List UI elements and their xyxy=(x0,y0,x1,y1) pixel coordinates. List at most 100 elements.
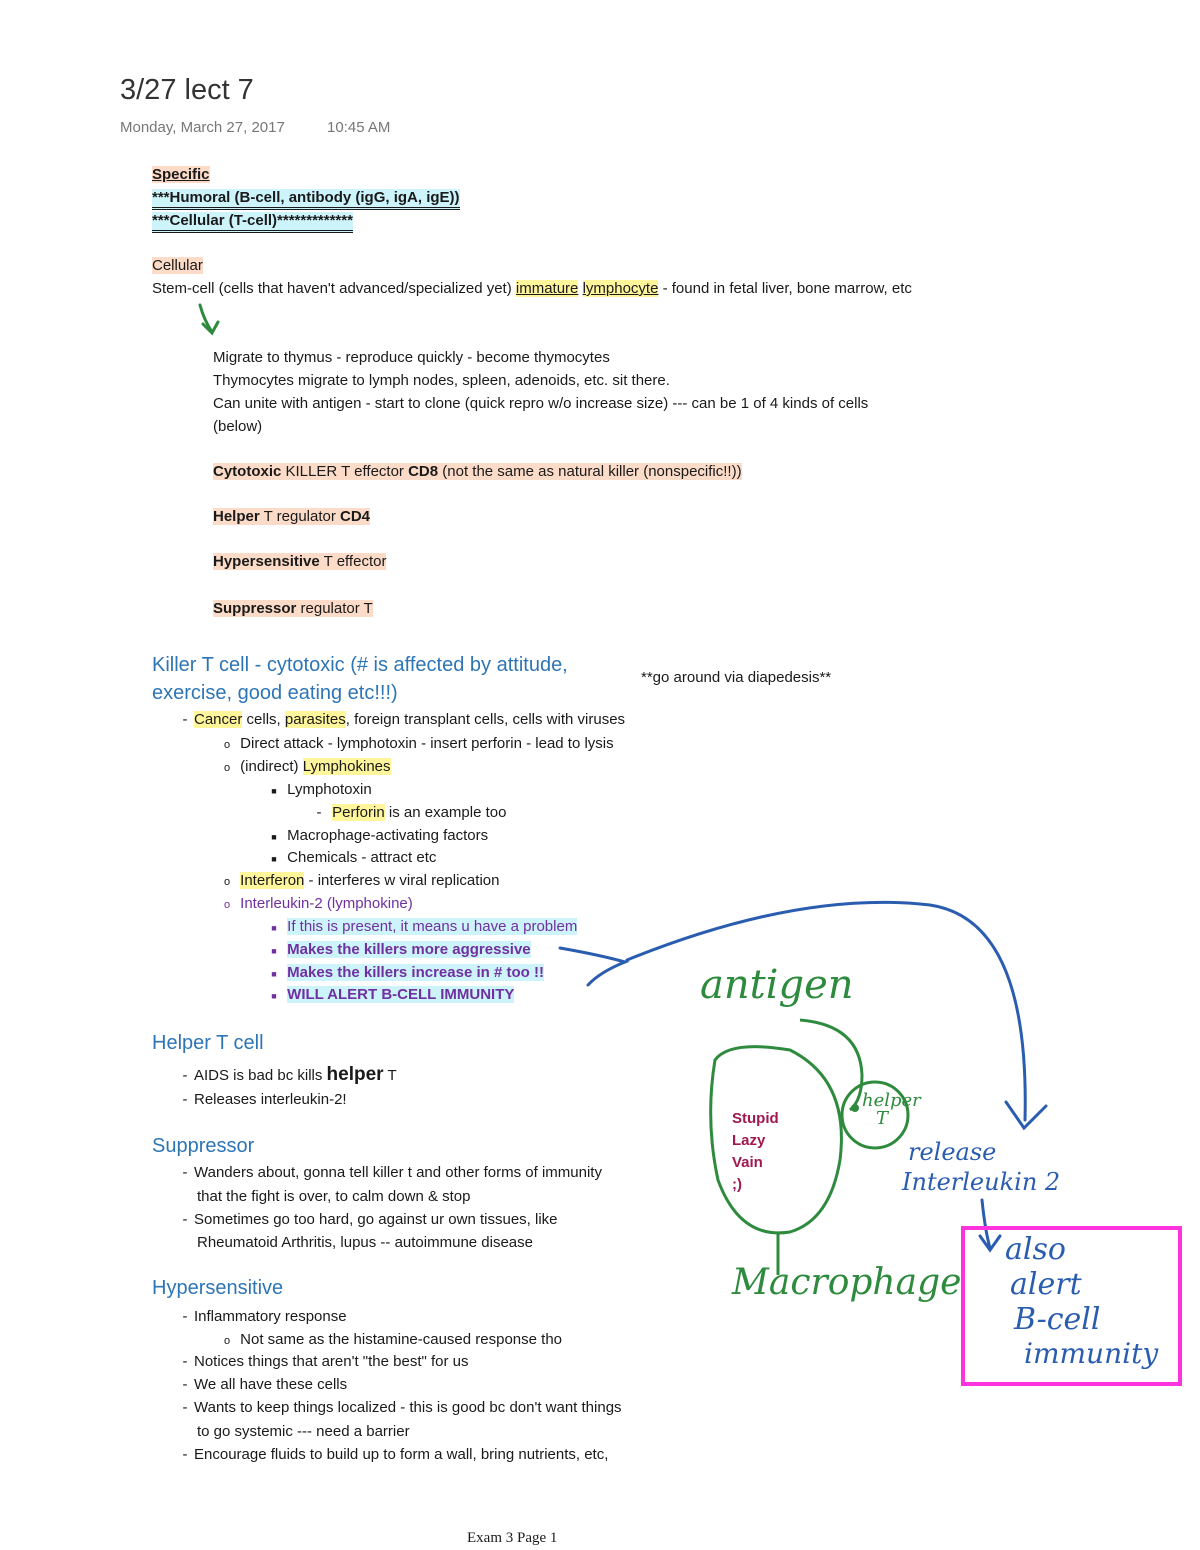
perforin-text: is an example too xyxy=(384,804,507,821)
il2-alert-text: WILL ALERT B-CELL IMMUNITY xyxy=(287,986,515,1003)
il2-problem-text: If this is present, it means u have a pr… xyxy=(287,918,578,935)
cellular-t-label: ***Cellular (T-cell)************* xyxy=(152,212,353,233)
immunity-label: immunity xyxy=(1024,1337,1159,1370)
stem-cell-line: Stem-cell (cells that haven't advanced/s… xyxy=(152,277,912,300)
release-label: release xyxy=(908,1138,997,1166)
wink-text: ;) xyxy=(732,1176,742,1193)
helper-aids-c: T xyxy=(383,1067,397,1084)
il2-problem: ■ If this is present, it means u have a … xyxy=(271,918,578,935)
alert-label: alert xyxy=(1010,1267,1082,1302)
hyper-l2: -Notices things that aren't "the best" f… xyxy=(182,1353,469,1370)
stem-immature: immature xyxy=(515,280,579,297)
helper-bold: Helper xyxy=(213,508,260,525)
magenta-box xyxy=(961,1226,1182,1386)
cellular-t-line: ***Cellular (T-cell)************* xyxy=(152,209,353,233)
helper-heading: Helper T cell xyxy=(152,1032,264,1054)
helper-releases-text: Releases interleukin-2! xyxy=(194,1091,347,1108)
hyper-l2-text: Notices things that aren't "the best" fo… xyxy=(194,1353,469,1370)
suppressor-heading: Suppressor xyxy=(152,1135,255,1157)
bcell-label: B-cell xyxy=(1014,1302,1101,1337)
hypersensitive-bold: Hypersensitive xyxy=(213,553,320,570)
stem-text-a: Stem-cell (cells that haven't advanced/s… xyxy=(152,280,516,297)
perforin-item: - Perforin is an example too xyxy=(316,804,507,821)
brace-blue xyxy=(558,946,630,987)
humoral-line: ***Humoral (B-cell, antibody (igG, igA, … xyxy=(152,186,460,210)
type-helper: Helper T regulator CD4 xyxy=(213,505,371,528)
interferon-word: Interferon xyxy=(240,872,305,889)
hyper-l1a: o Not same as the histamine-caused respo… xyxy=(223,1331,563,1348)
migrate-line-3: Can unite with antigen - start to clone … xyxy=(213,395,869,412)
hyper-l1a-text: Not same as the histamine-caused respons… xyxy=(240,1331,563,1348)
chemicals-text: Chemicals - attract etc xyxy=(287,849,437,866)
type-suppressor: Suppressor regulator T xyxy=(213,597,373,620)
lazy-word: Lazy xyxy=(732,1132,766,1149)
lymphokines-word: Lymphokines xyxy=(302,758,391,775)
cytotoxic-bold: Cytotoxic xyxy=(213,463,282,480)
macrophage-factors-item: ■ Macrophage-activating factors xyxy=(271,827,489,844)
suppressor-l1: -Wanders about, gonna tell killer t and … xyxy=(182,1164,602,1181)
suppressor-l2: -Sometimes go too hard, go against ur ow… xyxy=(182,1211,558,1228)
helper-dot xyxy=(851,1104,859,1112)
lymphotoxin-text: Lymphotoxin xyxy=(287,781,372,798)
macrophage-note: Stupid Lazy Vain ;) xyxy=(732,1108,779,1196)
targets-text-b: , foreign transplant cells, cells with v… xyxy=(345,711,626,728)
type-cytotoxic: Cytotoxic KILLER T effector CD8 (not the… xyxy=(213,460,742,483)
indirect-lymphokines: o (indirect) Lymphokines xyxy=(223,758,391,775)
hyper-l5-text: Encourage fluids to build up to form a w… xyxy=(194,1446,609,1463)
helper-aids-a: AIDS is bad bc kills xyxy=(194,1067,327,1084)
killer-heading-2: exercise, good eating etc!!!) xyxy=(152,682,398,704)
stem-arrowhead-green xyxy=(201,320,220,336)
helper-aids-b: helper xyxy=(326,1064,384,1085)
cellular-line: Cellular xyxy=(152,254,203,277)
helper-circle xyxy=(840,1080,910,1150)
t-label: T xyxy=(876,1108,889,1129)
stupid-word: Stupid xyxy=(732,1110,779,1127)
page-footer: Exam 3 Page 1 xyxy=(467,1530,558,1546)
helper-releases: -Releases interleukin-2! xyxy=(182,1091,347,1108)
il2-increase-text: Makes the killers increase in # too !! xyxy=(287,964,544,981)
perforin-word: Perforin xyxy=(332,804,385,821)
il2-aggressive: ■ Makes the killers more aggressive xyxy=(271,941,531,958)
lymphotoxin-item: ■ Lymphotoxin xyxy=(271,781,372,798)
parasites-word: parasites xyxy=(284,711,346,728)
helper-mid: T regulator xyxy=(259,508,341,525)
helper-aids: -AIDS is bad bc kills helper T xyxy=(182,1064,397,1085)
suppressor-l1b: that the fight is over, to calm down & s… xyxy=(197,1188,471,1205)
migrate-line-4: (below) xyxy=(213,418,263,435)
interferon-text: - interferes w viral replication xyxy=(304,872,500,889)
hypersensitive-end: T effector xyxy=(319,553,387,570)
killer-heading-1: Killer T cell - cytotoxic (# is affected… xyxy=(152,654,568,676)
hyper-l4: -Wants to keep things localized - this i… xyxy=(182,1399,622,1416)
cellular-label: Cellular xyxy=(152,257,203,274)
il2-aggressive-text: Makes the killers more aggressive xyxy=(287,941,531,958)
interleukin-text: Interleukin-2 (lymphokine) xyxy=(240,895,413,912)
hypersensitive-heading: Hypersensitive xyxy=(152,1277,284,1299)
antigen-label: antigen xyxy=(700,962,854,1008)
interferon-item: o Interferon - interferes w viral replic… xyxy=(223,872,500,889)
helper-label: helper xyxy=(862,1090,921,1111)
interleukin-item: o Interleukin-2 (lymphokine) xyxy=(223,895,413,912)
macrophage-factors-text: Macrophage-activating factors xyxy=(287,827,489,844)
targets-text-a: cells, xyxy=(242,711,285,728)
cytotoxic-end: (not the same as natural killer (nonspec… xyxy=(438,463,742,480)
cd4-bold: CD4 xyxy=(340,508,371,525)
stem-text-b: - found in fetal liver, bone marrow, etc xyxy=(658,280,912,297)
page-title: 3/27 lect 7 xyxy=(120,74,254,106)
hyper-l1: -Inflammatory response xyxy=(182,1308,347,1325)
arrowhead-blue xyxy=(1004,1100,1048,1131)
type-hypersensitive: Hypersensitive T effector xyxy=(213,550,387,573)
suppressor-bold: Suppressor xyxy=(213,600,297,617)
vain-word: Vain xyxy=(732,1154,763,1171)
page-time: 10:45 AM xyxy=(327,119,391,136)
cd8-bold: CD8 xyxy=(408,463,439,480)
humoral-label: ***Humoral (B-cell, antibody (igG, igA, … xyxy=(152,189,460,210)
migrate-line-1: Migrate to thymus - reproduce quickly - … xyxy=(213,349,610,366)
hyper-l4-text: Wants to keep things localized - this is… xyxy=(194,1399,622,1416)
direct-attack: o Direct attack - lymphotoxin - insert p… xyxy=(223,735,614,752)
cancer-word: Cancer xyxy=(194,711,243,728)
il2-alert: ■ WILL ALERT B-CELL IMMUNITY xyxy=(271,986,515,1003)
specific-label: Specific xyxy=(152,166,210,183)
hyper-l5: -Encourage fluids to build up to form a … xyxy=(182,1446,609,1463)
specific-line: Specific xyxy=(152,163,210,186)
direct-text: Direct attack - lymphotoxin - insert per… xyxy=(240,735,614,752)
